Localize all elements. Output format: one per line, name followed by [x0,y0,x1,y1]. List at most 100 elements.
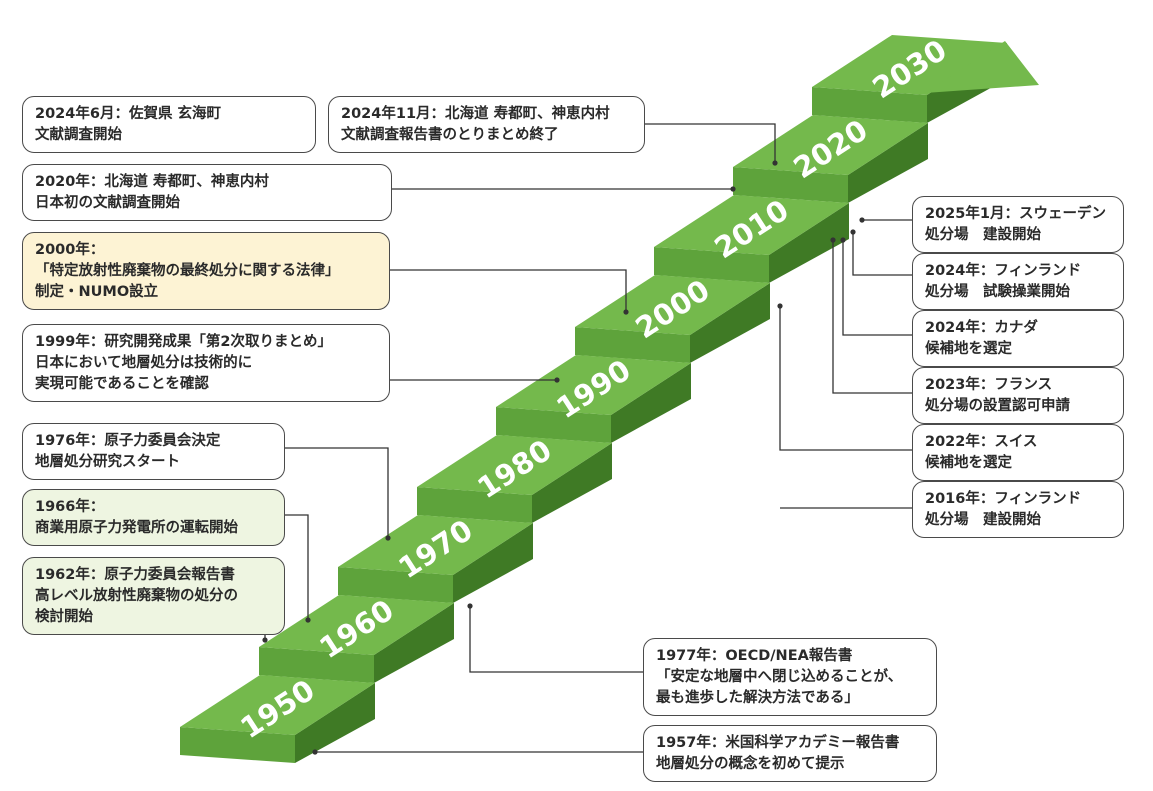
event-line: 処分場の設置認可申請 [925,398,1070,414]
event-line: 1957年：米国科学アカデミー報告書 [656,735,900,751]
step-riser [654,247,769,283]
event-2024-suttsu-report: 2024年11月：北海道 寿都町、神恵内村 文献調査報告書のとりまとめ終了 [328,96,645,153]
event-2024-genkai: 2024年6月：佐賀県 玄海町 文献調査開始 [22,96,316,153]
connector-dot [623,309,629,315]
connector-dot [385,535,391,541]
connector-line [842,240,912,336]
event-line: 1976年：原子力委員会決定 [35,433,221,449]
event-line: 2016年：フィンランド [925,491,1082,507]
event-line: 2025年1月：スウェーデン [925,206,1106,222]
connector-line [779,306,912,451]
arrow-head [925,41,1039,93]
connector-dot [312,749,318,755]
connector-line [469,606,643,673]
step-side [532,443,612,523]
event-line: 2022年：スイス [925,434,1038,450]
event-line: 1962年：原子力委員会報告書 [35,567,235,583]
step-side [848,123,928,203]
event-2025-sweden: 2025年1月：スウェーデン 処分場 建設開始 [912,196,1124,253]
event-line: 2000年： [35,242,105,258]
event-1966-commercial: 1966年： 商業用原子力発電所の運転開始 [22,489,285,546]
connector-line [285,514,309,620]
event-line: 1966年： [35,499,105,515]
step-side [690,283,770,363]
event-line: 2024年6月：佐賀県 玄海町 [35,106,221,122]
event-line: 2024年：フィンランド [925,263,1082,279]
event-2024-finland: 2024年：フィンランド 処分場 試験操業開始 [912,253,1124,310]
connector-line [285,447,389,538]
connector-dot [859,217,865,223]
event-line: 文献調査報告書のとりまとめ終了 [341,127,559,143]
event-line: 制定・NUMO設立 [35,284,159,300]
event-line: 1999年：研究開発成果「第2次取りまとめ」 [35,334,332,350]
event-line: 1977年：OECD/NEA報告書 [656,648,853,664]
step-riser [417,487,532,523]
event-line: 2024年：カナダ [925,320,1038,336]
event-line: 商業用原子力発電所の運転開始 [35,520,238,536]
connector-line [832,240,912,394]
connector-line [645,123,776,163]
event-line: 処分場 建設開始 [925,227,1041,243]
connector-dot [305,617,311,623]
connector-dot [554,377,560,383]
event-line: 日本において地層処分は技術的に [35,355,253,371]
event-line: 2020年：北海道 寿都町、神恵内村 [35,174,269,190]
event-line: 候補地を選定 [925,455,1012,471]
step-top [417,435,612,495]
step-side [611,363,691,443]
event-1977-oecd: 1977年：OECD/NEA報告書 「安定な地層中へ閉じ込めることが、 最も進歩… [643,638,937,716]
event-1976-aec: 1976年：原子力委員会決定 地層処分研究スタート [22,423,285,480]
event-line: 地層処分研究スタート [35,454,180,470]
step-riser [575,327,690,363]
event-2016-finland: 2016年：フィンランド 処分場 建設開始 [912,481,1124,538]
event-line: 候補地を選定 [925,341,1012,357]
connector-dot [730,186,736,192]
step-riser [259,647,374,683]
step-side [374,603,454,683]
event-line: 高レベル放射性廃棄物の処分の [35,588,238,604]
event-line: 最も進歩した解決方法である」 [656,690,859,706]
event-1999-h12: 1999年：研究開発成果「第2次取りまとめ」 日本において地層処分は技術的に 実… [22,324,390,402]
event-line: 「特定放射性廃棄物の最終処分に関する法律」 [35,263,340,279]
step-top [180,675,375,735]
step-riser [496,407,611,443]
connector-dot [777,303,783,309]
event-line: 処分場 試験操業開始 [925,284,1070,300]
event-line: 地層処分の概念を初めて提示 [656,756,845,772]
connector-line [852,232,912,276]
connector-dot [772,160,778,166]
event-2024-canada: 2024年：カナダ 候補地を選定 [912,310,1124,367]
step-side [769,203,849,283]
event-1962-aec-report: 1962年：原子力委員会報告書 高レベル放射性廃棄物の処分の 検討開始 [22,557,285,635]
event-line: 文献調査開始 [35,127,122,143]
event-2022-switzerland: 2022年：スイス 候補地を選定 [912,424,1124,481]
connector-dot [840,237,846,243]
event-line: 処分場 建設開始 [925,512,1041,528]
connector-dot [830,237,836,243]
step-top [575,275,770,335]
step-riser [338,567,453,603]
event-line: 2024年11月：北海道 寿都町、神恵内村 [341,106,610,122]
connector-dot [262,637,268,643]
event-line: 2023年：フランス [925,377,1053,393]
event-line: 実現可能であることを確認 [35,376,209,392]
step-top [259,595,454,655]
step-side [453,523,533,603]
event-line: 日本初の文献調査開始 [35,195,180,211]
event-2020-suttsu: 2020年：北海道 寿都町、神恵内村 日本初の文献調査開始 [22,164,392,221]
step-top [733,115,928,175]
event-2000-law: 2000年： 「特定放射性廃棄物の最終処分に関する法律」 制定・NUMO設立 [22,232,390,310]
step-top [496,355,691,415]
step-riser [733,167,848,203]
connector-line [390,269,627,312]
event-line: 「安定な地層中へ閉じ込めることが、 [656,669,903,685]
step-riser [180,727,295,763]
step-top [812,35,1007,95]
step-side [295,683,375,763]
connector-dot [850,229,856,235]
event-2023-france: 2023年：フランス 処分場の設置認可申請 [912,367,1124,424]
step-top [654,195,849,255]
step-riser [812,87,927,123]
step-top [338,515,533,575]
